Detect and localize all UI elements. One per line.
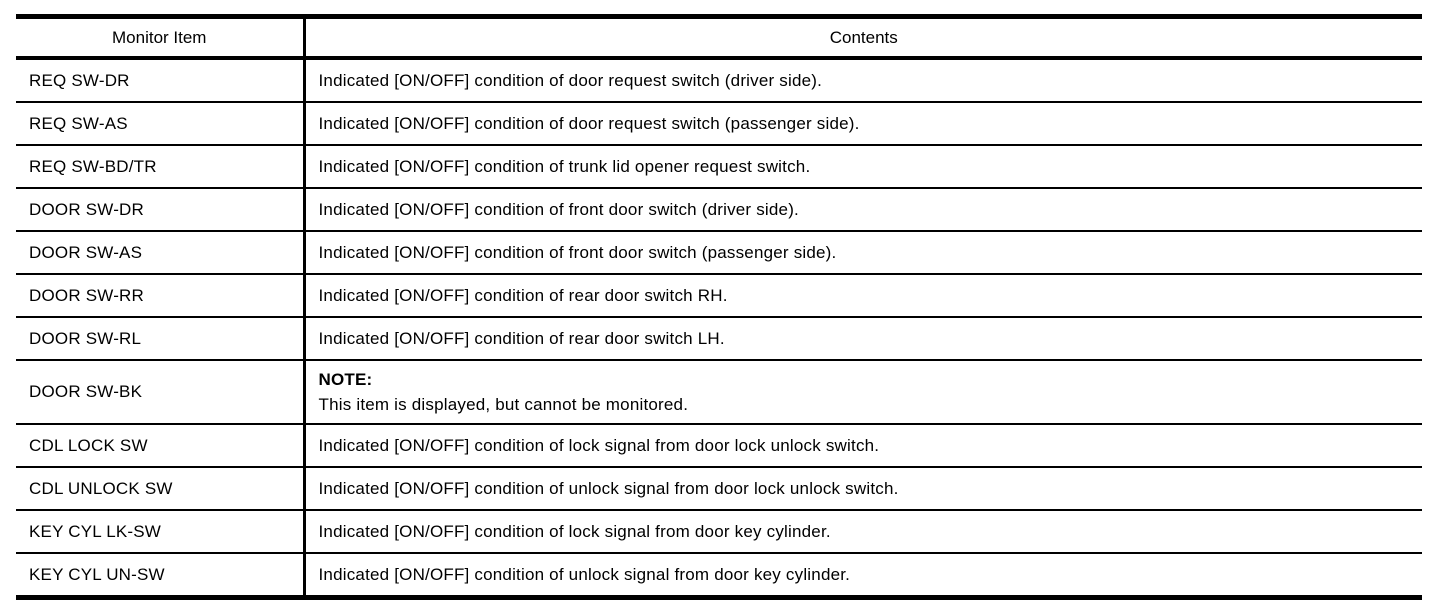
monitor-item-cell: KEY CYL LK-SW [16,510,306,554]
table-row: DOOR SW-BK NOTE: This item is displayed,… [16,360,1422,425]
table-row: KEY CYL UN-SW Indicated [ON/OFF] conditi… [16,553,1422,599]
table-row: DOOR SW-RR Indicated [ON/OFF] condition … [16,274,1422,318]
header-row: Monitor Item Contents [16,16,1422,60]
table-row: CDL LOCK SW Indicated [ON/OFF] condition… [16,424,1422,468]
contents-text: Indicated [ON/OFF] condition of rear doo… [318,286,728,305]
monitor-item-cell: DOOR SW-BK [16,360,306,425]
contents-cell: Indicated [ON/OFF] condition of front do… [304,188,1422,232]
contents-text: Indicated [ON/OFF] condition of front do… [318,200,799,219]
contents-cell: Indicated [ON/OFF] condition of door req… [304,58,1422,103]
contents-text: This item is displayed, but cannot be mo… [318,395,689,414]
header-monitor-item: Monitor Item [16,16,306,60]
monitor-item-cell: CDL UNLOCK SW [16,467,306,511]
contents-text: Indicated [ON/OFF] condition of front do… [318,243,837,262]
contents-text: Indicated [ON/OFF] condition of lock sig… [318,436,880,455]
monitor-item-cell: KEY CYL UN-SW [16,553,306,599]
monitor-item-cell: DOOR SW-AS [16,231,306,275]
contents-text: Indicated [ON/OFF] condition of door req… [318,114,860,133]
contents-text: Indicated [ON/OFF] condition of trunk li… [318,157,811,176]
monitor-item-cell: REQ SW-DR [16,58,306,103]
table-row: REQ SW-AS Indicated [ON/OFF] condition o… [16,102,1422,146]
table-row: CDL UNLOCK SW Indicated [ON/OFF] conditi… [16,467,1422,511]
table-row: REQ SW-BD/TR Indicated [ON/OFF] conditio… [16,145,1422,189]
monitor-item-cell: REQ SW-AS [16,102,306,146]
table-row: DOOR SW-DR Indicated [ON/OFF] condition … [16,188,1422,232]
contents-text: Indicated [ON/OFF] condition of unlock s… [318,565,851,584]
contents-text: Indicated [ON/OFF] condition of door req… [318,71,823,90]
contents-cell: Indicated [ON/OFF] condition of unlock s… [304,467,1422,511]
contents-cell: Indicated [ON/OFF] condition of rear doo… [304,317,1422,361]
contents-cell: Indicated [ON/OFF] condition of door req… [304,102,1422,146]
contents-cell: Indicated [ON/OFF] condition of lock sig… [304,510,1422,554]
table-row: DOOR SW-AS Indicated [ON/OFF] condition … [16,231,1422,275]
header-contents: Contents [304,16,1422,60]
contents-cell: NOTE: This item is displayed, but cannot… [304,360,1422,425]
contents-cell: Indicated [ON/OFF] condition of trunk li… [304,145,1422,189]
note-label: NOTE: [318,370,373,389]
contents-text: Indicated [ON/OFF] condition of unlock s… [318,479,899,498]
contents-cell: Indicated [ON/OFF] condition of front do… [304,231,1422,275]
monitor-item-table: Monitor Item Contents REQ SW-DR Indicate… [16,14,1422,600]
table-row: REQ SW-DR Indicated [ON/OFF] condition o… [16,58,1422,103]
monitor-item-cell: CDL LOCK SW [16,424,306,468]
monitor-item-cell: DOOR SW-RL [16,317,306,361]
contents-cell: Indicated [ON/OFF] condition of lock sig… [304,424,1422,468]
table-body: REQ SW-DR Indicated [ON/OFF] condition o… [16,58,1422,599]
contents-text: Indicated [ON/OFF] condition of lock sig… [318,522,831,541]
monitor-item-cell: REQ SW-BD/TR [16,145,306,189]
contents-text: Indicated [ON/OFF] condition of rear doo… [318,329,725,348]
table-row: DOOR SW-RL Indicated [ON/OFF] condition … [16,317,1422,361]
monitor-item-cell: DOOR SW-DR [16,188,306,232]
contents-cell: Indicated [ON/OFF] condition of unlock s… [304,553,1422,599]
monitor-item-cell: DOOR SW-RR [16,274,306,318]
table-row: KEY CYL LK-SW Indicated [ON/OFF] conditi… [16,510,1422,554]
contents-cell: Indicated [ON/OFF] condition of rear doo… [304,274,1422,318]
